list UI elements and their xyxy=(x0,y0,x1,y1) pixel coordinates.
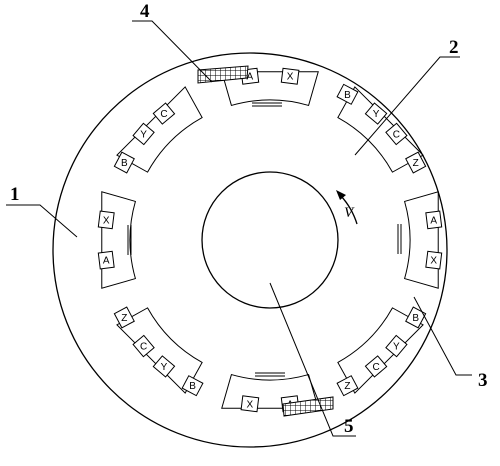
rotation-arrow-head xyxy=(336,190,346,200)
coil-box xyxy=(97,250,115,270)
coil-box xyxy=(405,306,427,329)
callout-1: 1 xyxy=(10,184,20,205)
coil-label: Y xyxy=(161,362,168,373)
stator-tooth xyxy=(221,71,319,107)
coil-box xyxy=(405,151,427,174)
coil-box xyxy=(385,334,408,358)
coil-box xyxy=(385,122,408,146)
hatched-block-top xyxy=(197,65,249,84)
coil-label: X xyxy=(287,72,294,83)
stator-tooth xyxy=(101,191,137,289)
coil-box xyxy=(425,210,443,230)
coil-label: Z xyxy=(121,313,127,324)
coil-label: C xyxy=(160,109,167,120)
callout-4: 4 xyxy=(140,1,150,22)
coil-box xyxy=(113,151,135,174)
coil-box xyxy=(240,395,260,413)
gap-markers xyxy=(127,102,402,377)
coil-label: B xyxy=(412,313,419,324)
coil-label: B xyxy=(344,90,351,101)
coil-box xyxy=(364,355,388,378)
coil-box xyxy=(364,102,388,125)
coil-box xyxy=(336,83,359,105)
coil-label: Y xyxy=(373,109,380,120)
leader-lines xyxy=(6,20,472,437)
rotation-label: V xyxy=(344,205,355,221)
coil-box xyxy=(113,306,135,329)
coil-box xyxy=(280,67,300,85)
coil-label: Z xyxy=(344,381,350,392)
hatched-block-bottom xyxy=(282,396,334,417)
stator-teeth: AXBYCZAXBYCZAXBYCZAXBYC xyxy=(97,67,443,413)
coil-label: C xyxy=(393,129,400,140)
coil-label: X xyxy=(103,215,110,226)
stator-outer-circle xyxy=(52,52,448,448)
coil-box xyxy=(181,375,204,397)
coil-box xyxy=(132,334,155,358)
coil-label: X xyxy=(247,399,254,410)
coil-box xyxy=(425,250,443,270)
coil-label: B xyxy=(121,158,128,169)
shaft-circle xyxy=(201,171,339,309)
coil-label: Y xyxy=(393,342,400,353)
coil-label: X xyxy=(430,256,437,267)
coil-label: Y xyxy=(140,129,147,140)
coil-label: A xyxy=(247,72,254,83)
coil-box xyxy=(152,355,176,378)
coil-label: A xyxy=(103,256,110,267)
coil-label: C xyxy=(140,342,147,353)
coil-box xyxy=(152,102,176,125)
callout-5: 5 xyxy=(344,416,354,437)
coil-label: B xyxy=(189,381,196,392)
coil-box xyxy=(132,122,155,146)
coil-label: A xyxy=(430,215,437,226)
stator-tooth xyxy=(116,86,203,173)
coil-box xyxy=(336,375,359,397)
callout-2: 2 xyxy=(449,37,459,58)
coil-label: Z xyxy=(413,158,419,169)
rotation-arrow xyxy=(340,195,358,225)
callout-3: 3 xyxy=(478,370,488,391)
coil-box xyxy=(97,210,115,230)
stator-tooth xyxy=(221,373,319,409)
coil-label: C xyxy=(372,362,379,373)
stator-tooth xyxy=(403,191,439,289)
